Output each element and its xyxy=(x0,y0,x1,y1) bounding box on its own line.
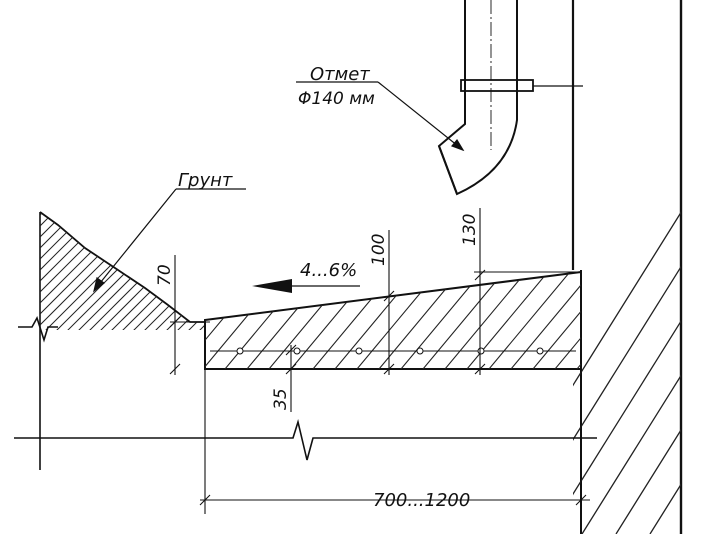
concrete-slab xyxy=(204,260,690,375)
hatch-line xyxy=(573,211,681,387)
hatch-line xyxy=(183,212,205,330)
hatch-line xyxy=(684,0,720,534)
rebar-dot xyxy=(416,347,424,355)
hatch-line xyxy=(351,272,449,369)
dimension-lines xyxy=(169,208,590,514)
hatch-line xyxy=(615,428,681,534)
label-dim-35: 35 xyxy=(271,388,291,410)
hatch-line xyxy=(573,319,681,496)
rebar-dot xyxy=(477,347,485,355)
hatch-line xyxy=(40,212,51,330)
hatch-line xyxy=(505,272,581,369)
hatch-line xyxy=(40,212,128,330)
hatch-line xyxy=(40,212,161,330)
hatch-line xyxy=(417,272,515,369)
rebar-dot xyxy=(236,347,244,355)
label-drain-outlet: Отмет xyxy=(310,64,370,85)
hatch-line xyxy=(40,212,172,330)
hatch-line xyxy=(73,212,205,330)
rebar-dot xyxy=(355,347,363,355)
rebar-dot xyxy=(293,347,301,355)
ground-line xyxy=(14,418,597,461)
hatch-line xyxy=(161,212,205,330)
hatch-line xyxy=(527,272,581,369)
label-dim-130: 130 xyxy=(460,214,480,246)
hatch-line xyxy=(649,483,681,534)
label-dim-70: 70 xyxy=(155,264,175,286)
hatch-line xyxy=(40,212,150,330)
hatch-line xyxy=(84,212,205,330)
hatch-line xyxy=(549,272,581,369)
hatch-line xyxy=(373,272,471,369)
label-width: 700...1200 xyxy=(373,490,470,511)
label-slope: 4...6% xyxy=(300,260,357,281)
rebar-dot xyxy=(536,347,544,355)
hatch-line xyxy=(139,212,205,330)
hatch-line xyxy=(571,272,581,369)
leader-lines xyxy=(93,81,465,293)
hatch-line xyxy=(483,272,581,369)
soil-slope xyxy=(39,211,205,470)
hatch-line xyxy=(581,374,681,534)
label-soil: Грунт xyxy=(178,170,233,191)
hatch-line xyxy=(150,212,205,330)
hatch-line xyxy=(40,212,95,330)
hatch-line xyxy=(40,212,73,330)
hatch-line xyxy=(439,272,537,369)
hatch-line xyxy=(573,265,681,441)
label-dim-100: 100 xyxy=(369,234,389,266)
hatch-line xyxy=(461,272,559,369)
slope-arrow xyxy=(252,279,360,293)
downpipe xyxy=(437,0,583,196)
hatch-line xyxy=(205,272,295,369)
hatch-line xyxy=(594,260,690,375)
break-symbol-left xyxy=(18,315,58,343)
label-drain-diameter: Φ140 мм xyxy=(298,89,375,109)
